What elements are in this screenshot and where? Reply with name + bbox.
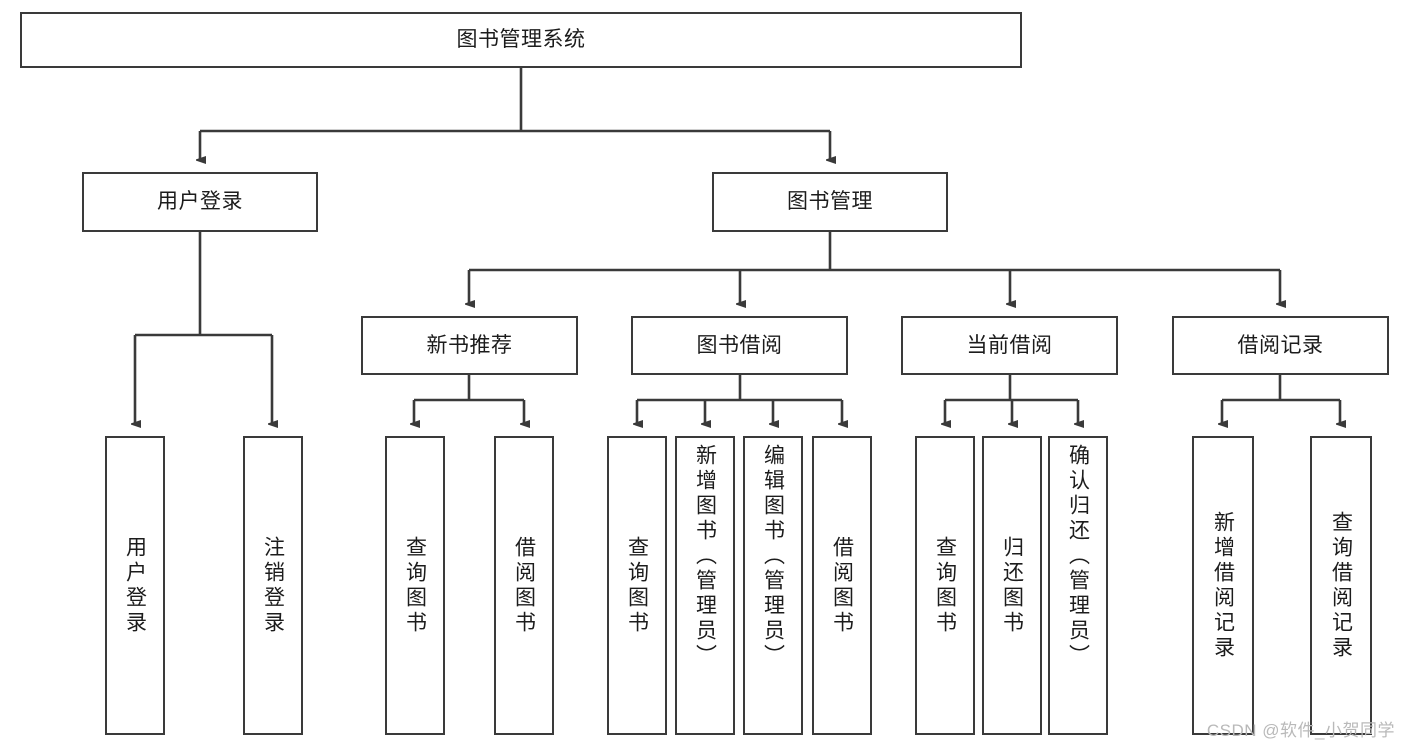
node-label: 注销登录 <box>261 535 285 636</box>
leaf-user-login-logout[interactable]: 注销登录 <box>243 436 303 735</box>
leaf-borrow-add-book-admin[interactable]: 新增图书（管理员） <box>675 436 735 735</box>
node-label: 图书借阅 <box>696 333 783 357</box>
node-label: 新增图书（管理员） <box>693 444 717 669</box>
leaf-borrow-edit-book-admin[interactable]: 编辑图书（管理员） <box>743 436 803 735</box>
leaf-user-login-login[interactable]: 用户登录 <box>105 436 165 735</box>
node-label: 确认归还（管理员） <box>1066 444 1090 669</box>
node-user-login[interactable]: 用户登录 <box>82 172 318 232</box>
node-label: 借阅记录 <box>1237 333 1324 357</box>
leaf-new-book-borrow[interactable]: 借阅图书 <box>494 436 554 735</box>
node-label: 编辑图书（管理员） <box>761 444 785 669</box>
node-label: 查询图书 <box>933 535 957 636</box>
node-label: 用户登录 <box>157 190 243 214</box>
leaf-current-confirm-return-admin[interactable]: 确认归还（管理员） <box>1048 436 1108 735</box>
node-label: 借阅图书 <box>830 535 854 636</box>
leaf-current-return-book[interactable]: 归还图书 <box>982 436 1042 735</box>
node-new-book-recommend[interactable]: 新书推荐 <box>361 316 578 375</box>
leaf-borrow-query-book[interactable]: 查询图书 <box>607 436 667 735</box>
node-label: 新增借阅记录 <box>1211 510 1235 661</box>
node-label: 归还图书 <box>1000 535 1024 636</box>
node-root-system[interactable]: 图书管理系统 <box>20 12 1022 68</box>
node-label: 查询图书 <box>403 535 427 636</box>
node-borrow-record[interactable]: 借阅记录 <box>1172 316 1389 375</box>
node-label: 查询图书 <box>625 535 649 636</box>
node-book-borrow[interactable]: 图书借阅 <box>631 316 848 375</box>
node-label: 图书管理 <box>787 190 873 214</box>
node-current-borrow[interactable]: 当前借阅 <box>901 316 1118 375</box>
node-label: 新书推荐 <box>426 333 513 357</box>
leaf-new-book-query[interactable]: 查询图书 <box>385 436 445 735</box>
watermark: CSDN @软件_小贺同学 <box>1206 721 1395 740</box>
leaf-record-add-record[interactable]: 新增借阅记录 <box>1192 436 1254 735</box>
node-label: 用户登录 <box>123 535 147 636</box>
node-label: 当前借阅 <box>966 333 1053 357</box>
node-label: 借阅图书 <box>512 535 536 636</box>
node-book-management[interactable]: 图书管理 <box>712 172 948 232</box>
leaf-borrow-borrow-book[interactable]: 借阅图书 <box>812 436 872 735</box>
leaf-current-query-book[interactable]: 查询图书 <box>915 436 975 735</box>
node-label: 查询借阅记录 <box>1329 510 1353 661</box>
leaf-record-query-record[interactable]: 查询借阅记录 <box>1310 436 1372 735</box>
node-label: 图书管理系统 <box>456 28 586 52</box>
